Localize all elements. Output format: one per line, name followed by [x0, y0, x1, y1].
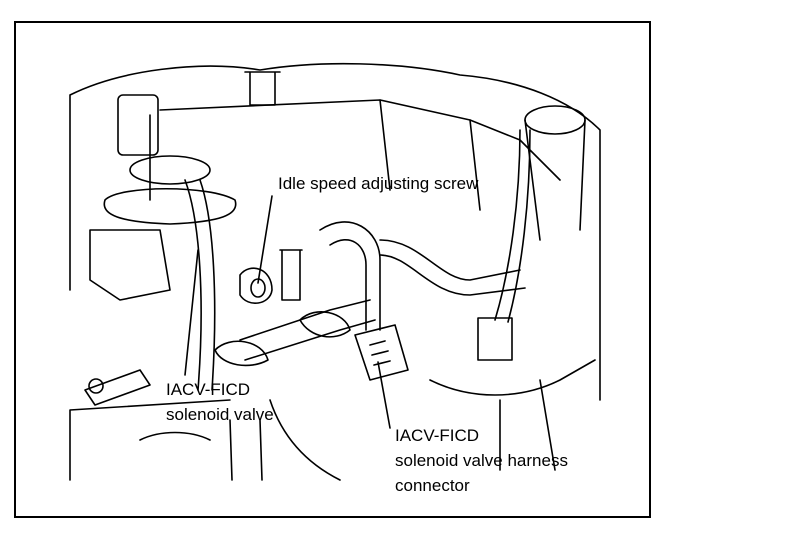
throttle-body	[117, 94, 159, 156]
hose-center-b	[329, 239, 367, 331]
diagram-frame	[14, 21, 651, 518]
top-fitting	[244, 71, 281, 106]
lower-hose-a	[239, 299, 371, 341]
clamp-1	[299, 311, 351, 338]
lower-left-body	[69, 399, 231, 481]
pipe-end	[524, 105, 586, 135]
stub	[279, 249, 303, 301]
clamp-2	[214, 340, 269, 367]
manifold-top	[159, 99, 561, 181]
hose-right-cap	[477, 317, 513, 361]
hose-loop-b	[379, 254, 526, 296]
leader-harness	[377, 361, 391, 429]
hose-loop	[379, 239, 521, 281]
harness-connector	[354, 324, 409, 381]
harness-label-line2: solenoid valve harness	[395, 451, 568, 470]
lower-right-body	[429, 359, 596, 471]
engine-outline	[69, 62, 601, 401]
iacv-valve-label-line2: solenoid valve	[166, 405, 274, 424]
bolt	[88, 378, 104, 394]
hose-center-a	[319, 221, 381, 331]
lower-hose-b	[244, 319, 376, 361]
lower-bracket	[84, 369, 151, 406]
left-housing	[89, 229, 171, 301]
screw-boss	[239, 267, 273, 304]
pipe-body	[524, 119, 586, 241]
harness-label-line1: IACV-FICD	[395, 426, 480, 445]
throttle-cap	[129, 155, 211, 185]
hose-left-a	[184, 179, 202, 391]
leader-screw	[257, 195, 273, 284]
hose-left-b	[199, 179, 216, 391]
harness-plug	[369, 340, 391, 366]
throttle-flange	[103, 187, 237, 225]
hose-right-a	[494, 129, 521, 321]
idle-speed-screw-label: Idle speed adjusting screw	[278, 174, 479, 193]
lower-center	[229, 399, 341, 481]
iacv-valve-label-line1: IACV-FICD	[166, 380, 251, 399]
harness-label-line3: connector	[395, 476, 470, 495]
leader-valve	[184, 249, 199, 376]
